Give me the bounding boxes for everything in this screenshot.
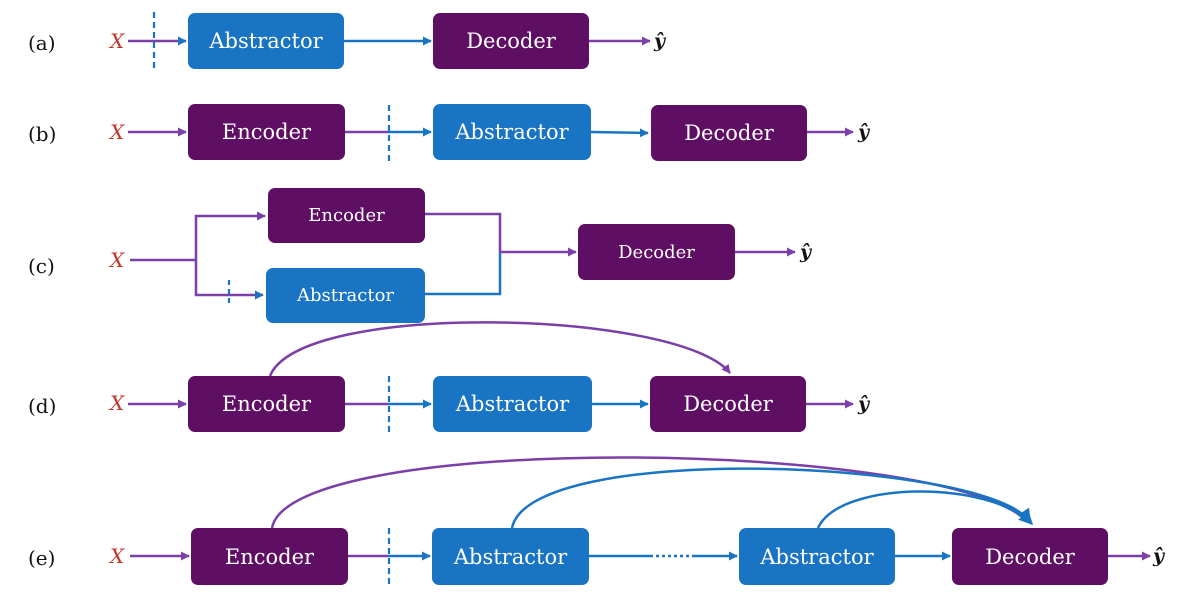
label-c: (c) bbox=[28, 254, 55, 278]
abstractor-box-c: Abstractor bbox=[266, 268, 425, 323]
decoder-box-e: Decoder bbox=[952, 528, 1108, 585]
decoder-box-c: Decoder bbox=[578, 224, 735, 280]
input-x-b: X bbox=[110, 120, 125, 144]
output-yhat-d: ŷ bbox=[858, 393, 870, 415]
input-x-e: X bbox=[110, 544, 125, 568]
output-yhat-b: ŷ bbox=[858, 121, 870, 143]
abstractor-box-e1: Abstractor bbox=[432, 528, 589, 585]
encoder-box-d: Encoder bbox=[188, 376, 345, 432]
encoder-box-e: Encoder bbox=[191, 528, 348, 585]
decoder-box-a: Decoder bbox=[433, 13, 589, 69]
row-c-connectors bbox=[130, 211, 796, 306]
decoder-box-b: Decoder bbox=[651, 105, 807, 161]
input-x-a: X bbox=[110, 29, 125, 53]
label-b: (b) bbox=[28, 122, 57, 146]
output-yhat-e: ŷ bbox=[1153, 545, 1165, 567]
label-a: (a) bbox=[28, 31, 56, 55]
encoder-box-c: Encoder bbox=[268, 188, 425, 243]
abstractor-box-d: Abstractor bbox=[433, 376, 592, 432]
abstractor-box-e2: Abstractor bbox=[739, 528, 895, 585]
row-e-connectors bbox=[130, 456, 1151, 588]
output-yhat-c: ŷ bbox=[800, 241, 812, 263]
label-d: (d) bbox=[28, 394, 57, 418]
row-d-connectors bbox=[128, 321, 854, 436]
input-x-d: X bbox=[110, 391, 125, 415]
input-x-c: X bbox=[110, 248, 125, 272]
label-e: (e) bbox=[28, 546, 56, 570]
row-a-connectors bbox=[128, 12, 651, 72]
decoder-box-d: Decoder bbox=[650, 376, 806, 432]
abstractor-box-b: Abstractor bbox=[433, 104, 591, 160]
abstractor-box-a: Abstractor bbox=[188, 13, 344, 69]
encoder-box-b: Encoder bbox=[188, 104, 345, 160]
output-yhat-a: ŷ bbox=[654, 30, 666, 52]
row-b-connectors bbox=[128, 105, 854, 163]
